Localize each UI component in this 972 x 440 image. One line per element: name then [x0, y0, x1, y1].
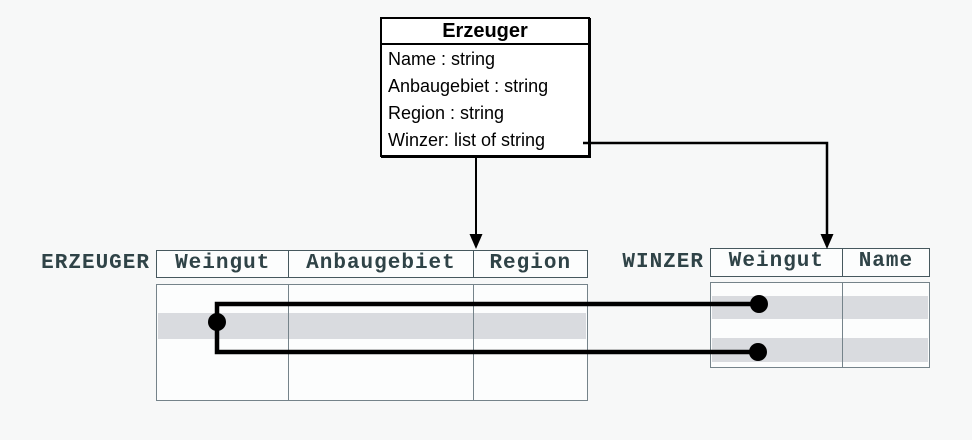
winzer-table-body: [710, 282, 930, 368]
arrowhead-down-icon-winzer: [820, 234, 834, 249]
erzeuger-table-label: ERZEUGER: [41, 252, 150, 275]
winzer-highlighted-row-2: [712, 338, 928, 362]
class-attribute-region: Region : string: [388, 103, 505, 123]
class-attribute-name: Name : string: [388, 49, 496, 69]
winzer-highlighted-row-1: [712, 296, 928, 319]
winzer-body-separator: [842, 283, 843, 367]
winzer-col-name: Name: [841, 249, 929, 276]
winzer-table-label: WINZER: [622, 251, 704, 274]
erzeuger-col-weingut: Weingut: [175, 252, 271, 275]
erzeuger-highlighted-row: [158, 313, 586, 339]
erzeuger-table-body: [156, 284, 588, 401]
arrowhead-down-icon-erzeuger: [469, 234, 483, 249]
arrow-line-to-winzer: [583, 141, 829, 236]
erzeuger-col-region: Region: [472, 251, 587, 277]
erzeuger-col-anbaugebiet: Anbaugebiet: [288, 251, 472, 277]
erzeuger-table-header: Weingut Anbaugebiet Region: [156, 250, 588, 278]
class-attributes: Name : string Anbaugebiet : string Regio…: [382, 45, 588, 154]
winzer-col-weingut: Weingut: [728, 250, 824, 273]
erzeuger-body-separator-2: [473, 285, 474, 400]
winzer-table-header: Weingut Name: [710, 248, 930, 277]
class-attribute-winzer: Winzer: list of string: [388, 130, 546, 150]
class-title: Erzeuger: [382, 19, 588, 45]
uml-class-box-erzeuger: Erzeuger Name : string Anbaugebiet : str…: [380, 17, 590, 157]
class-attribute-anbaugebiet: Anbaugebiet : string: [388, 76, 549, 96]
erzeuger-body-separator-1: [288, 285, 289, 400]
